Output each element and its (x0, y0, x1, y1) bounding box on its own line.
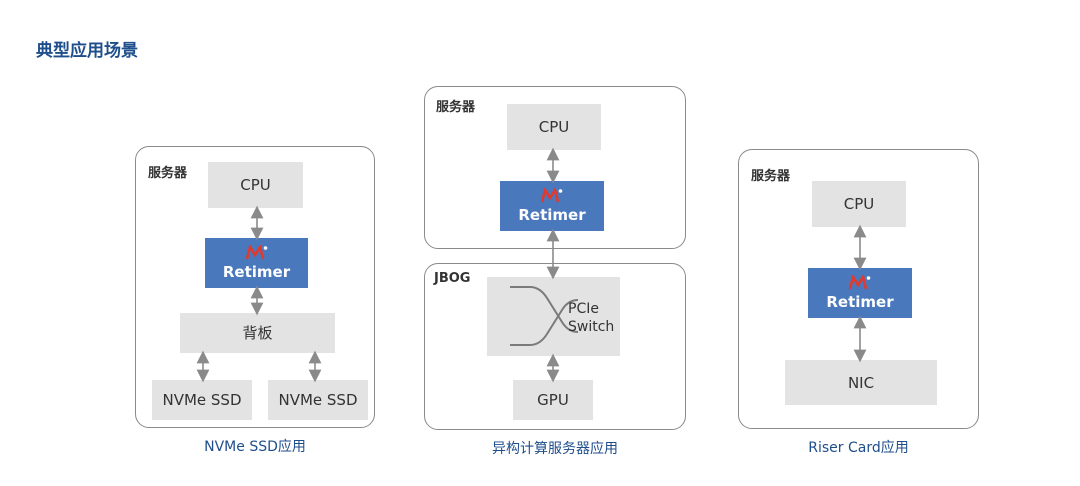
page-title: 典型应用场景 (36, 41, 138, 61)
pcie-switch-line1: PCIe (568, 301, 599, 317)
cpu-box-hetero: CPU (507, 104, 601, 150)
nic-box: NIC (785, 360, 937, 405)
retimer-label-hetero: Retimer (518, 206, 586, 224)
retimer-box-riser: Retimer (808, 268, 912, 318)
retimer-logo-icon (245, 245, 267, 260)
retimer-logo-icon (849, 275, 871, 290)
retimer-label-nvme: Retimer (222, 263, 291, 281)
nvme-ssd-box-left: NVMe SSD (152, 380, 252, 420)
retimer-label-riser: Retimer (826, 293, 894, 311)
server-label-riser: 服务器 (751, 169, 791, 184)
cpu-box-riser: CPU (812, 181, 906, 227)
jbog-label: JBOG (434, 271, 471, 286)
retimer-logo-icon (541, 188, 563, 203)
backplane-box: 背板 (180, 313, 335, 353)
caption-nvme: NVMe SSD应用 (204, 439, 306, 455)
caption-riser: Riser Card应用 (808, 440, 909, 456)
caption-hetero: 异构计算服务器应用 (492, 441, 618, 457)
server-label-hetero: 服务器 (436, 100, 476, 115)
pcie-switch-line2: Switch (568, 318, 615, 335)
server-label-nvme: 服务器 (148, 166, 188, 181)
nvme-ssd-box-right: NVMe SSD (268, 380, 368, 420)
retimer-box-nvme: Retimer (205, 238, 308, 288)
pcie-switch-label: PCIe Switch (568, 301, 614, 336)
gpu-box: GPU (513, 380, 593, 420)
retimer-box-hetero: Retimer (500, 181, 604, 231)
cpu-box-nvme: CPU (208, 162, 303, 208)
